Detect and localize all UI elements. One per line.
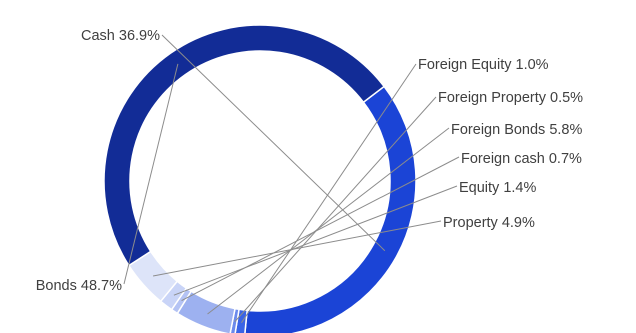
label-property: Property 4.9% [443,215,535,231]
leader-line-bonds [123,63,179,285]
label-bonds: Bonds 48.7% [36,278,122,294]
label-foreign-bonds: Foreign Bonds 5.8% [451,122,582,138]
labels-layer: Cash 36.9% Foreign Equity 1.0% Foreign P… [36,28,583,294]
leader-line-foreign-equity [240,63,417,324]
label-foreign-property: Foreign Property 0.5% [438,90,583,106]
leader-line-foreign-bonds [207,127,450,315]
leader-lines-layer [123,34,460,324]
leader-line-equity [173,185,458,296]
slice-bonds [103,24,386,267]
slices-layer [103,24,417,333]
label-foreign-cash: Foreign cash 0.7% [461,151,582,167]
label-equity: Equity 1.4% [459,180,536,196]
label-foreign-equity: Foreign Equity 1.0% [418,57,549,73]
slice-cash [244,85,417,333]
label-cash: Cash 36.9% [81,28,160,44]
leader-line-foreign-cash [181,156,460,302]
leader-line-property [153,220,442,277]
leader-line-foreign-property [234,96,437,323]
